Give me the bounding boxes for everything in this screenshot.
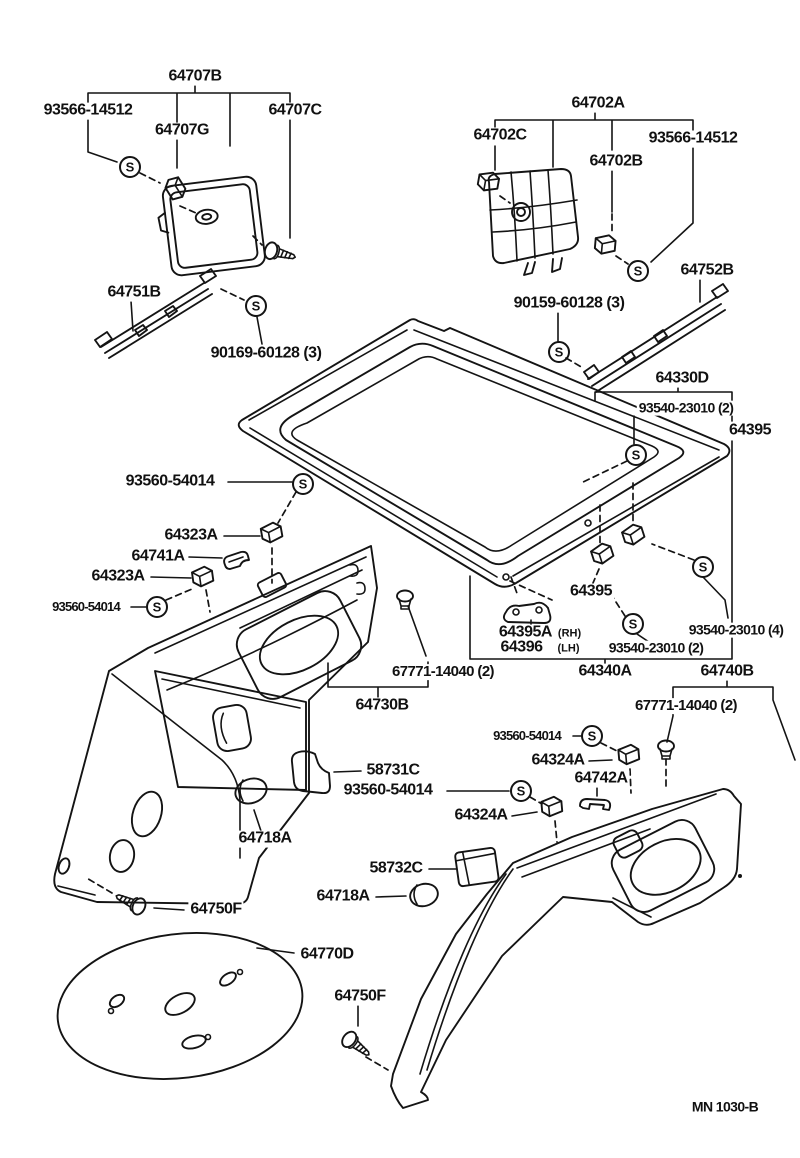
support-rail-64751b bbox=[94, 268, 217, 359]
cover-58732c bbox=[454, 846, 500, 888]
svg-text:S: S bbox=[632, 448, 641, 463]
hook-clip-64395-b bbox=[619, 521, 647, 548]
screw-symbol: S bbox=[692, 556, 714, 578]
screw-symbol: S bbox=[510, 780, 532, 802]
part-label-93560-54014-a: 93560-54014 bbox=[123, 472, 217, 491]
part-label-64752b: 64752B bbox=[678, 261, 736, 280]
part-label-64750f-left: 64750F bbox=[188, 900, 244, 919]
clip-64323a-a bbox=[259, 520, 285, 545]
part-label-93560-54014-d: 93560-54014 bbox=[341, 781, 435, 800]
grommet-67771-left bbox=[396, 589, 414, 610]
part-label-64740b: 64740B bbox=[698, 662, 756, 681]
part-label-64396-lh: 64396(LH) bbox=[498, 638, 582, 657]
part-label-64340a: 64340A bbox=[576, 662, 634, 681]
part-label-67771-14040-right: 67771-14040 (2) bbox=[633, 697, 739, 715]
screw-64707c bbox=[262, 240, 299, 267]
svg-text:S: S bbox=[153, 600, 162, 615]
part-label-64395a-rh: 64395A(RH) bbox=[496, 623, 584, 642]
vent-grille-64702 bbox=[487, 168, 580, 276]
clip-64702b bbox=[593, 233, 617, 256]
part-label-58731c: 58731C bbox=[364, 761, 422, 780]
screw-symbol: S bbox=[292, 473, 314, 495]
cap-64718a-a bbox=[234, 777, 268, 805]
part-label-64323a-b: 64323A bbox=[89, 567, 147, 586]
svg-text:S: S bbox=[699, 560, 708, 575]
part-label-64742a: 64742A bbox=[572, 769, 630, 788]
svg-text:S: S bbox=[517, 784, 526, 799]
part-label-64707c: 64707C bbox=[266, 101, 324, 120]
part-label-93566-14512-left: 93566-14512 bbox=[41, 101, 135, 120]
spare-wheel-cover-board bbox=[56, 932, 304, 1080]
part-label-64750f-right: 64750F bbox=[332, 987, 388, 1006]
part-label-64395-right: 64395 bbox=[727, 421, 773, 440]
part-label-64770d: 64770D bbox=[298, 945, 356, 964]
bracket-64395a bbox=[502, 601, 552, 624]
part-label-58732c: 58732C bbox=[367, 859, 425, 878]
part-label-64718a-a: 64718A bbox=[236, 829, 294, 848]
svg-text:S: S bbox=[629, 617, 638, 632]
svg-text:S: S bbox=[126, 160, 135, 175]
part-label-93540-23010-2-top: 93540-23010 (2) bbox=[636, 399, 736, 416]
cap-64718a-b bbox=[409, 882, 439, 908]
screw-symbol: S bbox=[548, 341, 570, 363]
screw-symbol: S bbox=[627, 260, 649, 282]
part-label-64323a-a: 64323A bbox=[162, 526, 220, 545]
part-label-90169-60128: 90169-60128 (3) bbox=[208, 344, 324, 363]
screw-symbols: S S S S S S S S S S S bbox=[119, 156, 714, 802]
bracket-64742a bbox=[579, 798, 612, 811]
svg-text:S: S bbox=[299, 477, 308, 492]
screw-symbol: S bbox=[245, 295, 267, 317]
part-label-67771-14040-left: 67771-14040 (2) bbox=[390, 663, 496, 681]
footer-code: MN 1030-B bbox=[689, 1098, 761, 1115]
part-label-64324a-b: 64324A bbox=[452, 806, 510, 825]
screw-symbol: S bbox=[625, 444, 647, 466]
part-label-93566-14512-right: 93566-14512 bbox=[646, 129, 740, 148]
screw-symbol: S bbox=[119, 156, 141, 178]
part-label-64718a-b: 64718A bbox=[314, 887, 372, 906]
part-label-64702c: 64702C bbox=[471, 126, 529, 145]
part-label-93540-23010-2-mid: 93540-23010 (2) bbox=[606, 639, 706, 656]
part-label-64707b: 64707B bbox=[166, 67, 224, 86]
part-label-64741a: 64741A bbox=[129, 547, 187, 566]
clip-64324a-b bbox=[540, 795, 564, 818]
handle-64741a bbox=[223, 550, 250, 570]
part-label-93560-54014-b: 93560-54014 bbox=[50, 599, 122, 615]
part-label-64702a: 64702A bbox=[569, 94, 627, 113]
part-label-64395-center: 64395 bbox=[568, 582, 614, 601]
part-label-64330d: 64330D bbox=[653, 369, 711, 388]
screw-symbol: S bbox=[622, 613, 644, 635]
part-label-93560-54014-c: 93560-54014 bbox=[491, 728, 563, 744]
support-rail-64752b bbox=[583, 283, 729, 393]
hook-clip-64395-a bbox=[588, 540, 616, 567]
screw-symbol: S bbox=[146, 596, 168, 618]
svg-text:S: S bbox=[588, 729, 597, 744]
grommet-67771-right bbox=[657, 739, 675, 760]
part-label-64324a-a: 64324A bbox=[529, 751, 587, 770]
part-label-64702b: 64702B bbox=[587, 152, 645, 171]
fuel-lid-part bbox=[157, 175, 266, 277]
svg-text:S: S bbox=[555, 345, 564, 360]
part-label-64707g: 64707G bbox=[153, 121, 211, 140]
package-tray-panel bbox=[237, 318, 731, 588]
part-label-90159-60128: 90159-60128 (3) bbox=[511, 294, 627, 313]
part-label-64751b: 64751B bbox=[105, 283, 163, 302]
screw-symbol: S bbox=[581, 725, 603, 747]
part-label-93540-23010-4: 93540-23010 (4) bbox=[686, 621, 786, 638]
quarter-trim-panel-right bbox=[390, 788, 742, 1109]
part-label-64730b: 64730B bbox=[353, 696, 411, 715]
clip-64324a-a bbox=[617, 743, 641, 766]
assembly-dashed-lines bbox=[84, 172, 695, 1071]
screw-64750f-right bbox=[338, 1028, 376, 1063]
clip-64323a-b bbox=[190, 564, 215, 589]
leader-lines bbox=[87, 84, 796, 1027]
svg-text:S: S bbox=[252, 299, 261, 314]
svg-text:S: S bbox=[634, 264, 643, 279]
cover-58731c bbox=[290, 750, 331, 795]
quarter-trim-panel-left bbox=[53, 545, 378, 905]
